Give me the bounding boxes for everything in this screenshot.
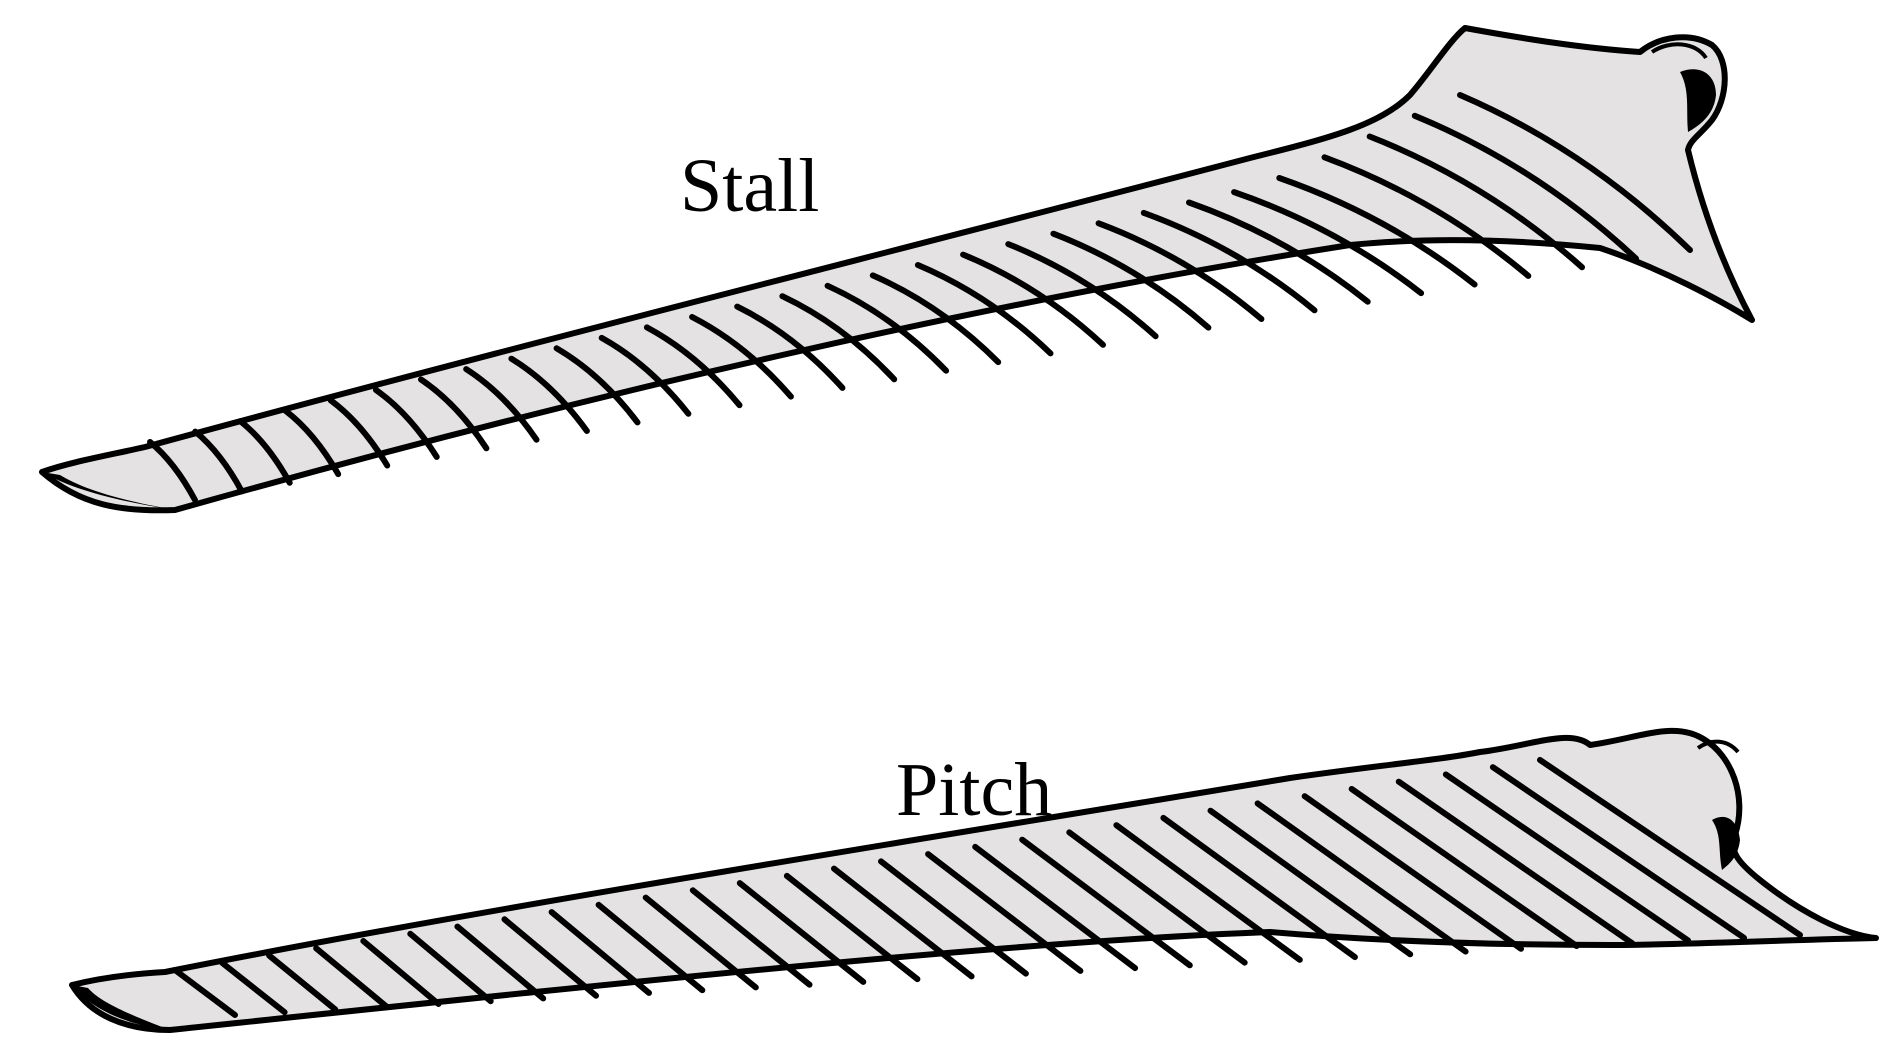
pitch-stripe — [595, 901, 706, 994]
stall-stripe — [689, 314, 794, 400]
stall-stripe — [869, 272, 1002, 366]
stall-stripe — [553, 345, 641, 426]
stall-stripe — [779, 293, 898, 383]
pitch-stripe — [548, 909, 652, 996]
pitch-stripe — [313, 945, 390, 1010]
pitch-stripe — [454, 923, 547, 1002]
stall-stripe — [1321, 154, 1532, 279]
pitch-stripe — [1113, 822, 1303, 963]
pitch-stripe — [219, 959, 288, 1016]
stall-label: Stall — [680, 144, 820, 228]
pitch-stripe — [1489, 764, 1747, 941]
stall-stripe — [418, 376, 490, 452]
pitch-stripe — [689, 887, 813, 988]
pitch-stripe — [266, 952, 339, 1013]
stall-stripe — [147, 439, 198, 503]
stall-stripe — [282, 407, 342, 478]
pitch-stripe — [878, 858, 1029, 977]
pitch-blade — [69, 727, 1879, 1033]
pitch-stripe — [925, 851, 1084, 974]
pitch-stripe — [1254, 800, 1469, 955]
pitch-stripe — [1160, 814, 1358, 961]
pitch-hub-cap — [1712, 816, 1740, 870]
stall-blade-body — [39, 25, 1755, 514]
pitch-stripe — [360, 938, 442, 1007]
stall-stripe — [643, 324, 743, 409]
pitch-stripe — [831, 865, 975, 980]
stall-hub-cap — [1680, 69, 1716, 132]
stall-stripe — [1231, 189, 1425, 297]
pitch-root-tip — [72, 985, 170, 1030]
stall-stripe — [1366, 133, 1585, 271]
pitch-stripes — [172, 757, 1803, 1018]
pitch-stripe — [1395, 778, 1636, 947]
stall-stripe — [372, 386, 440, 460]
stall-root-tip — [42, 472, 175, 510]
pitch-stripe — [736, 880, 867, 985]
pitch-stripe — [172, 967, 238, 1018]
stall-stripe — [327, 397, 391, 469]
stall-stripe — [1457, 92, 1693, 253]
pitch-stripe — [972, 843, 1139, 972]
stall-stripe — [192, 428, 245, 495]
pitch-stripe — [1207, 807, 1414, 958]
stall-stripe — [237, 418, 293, 486]
stall-stripe — [914, 262, 1054, 357]
pitch-stripe — [1066, 829, 1248, 966]
stall-stripe — [1095, 220, 1265, 322]
stall-stripe — [1005, 241, 1159, 340]
stall-stripes — [147, 92, 1693, 503]
pitch-stripe — [1442, 771, 1692, 944]
stall-stripe — [508, 355, 590, 434]
stall-stripe — [1276, 175, 1478, 288]
stall-stripe — [598, 334, 692, 417]
pitch-stripe — [783, 872, 921, 983]
stall-blade — [39, 25, 1755, 514]
stall-stripe — [1050, 230, 1212, 331]
pitch-label: Pitch — [896, 748, 1053, 832]
pitch-stripe — [501, 916, 599, 999]
stall-stripe — [1186, 199, 1371, 305]
stall-hub-window — [1650, 42, 1708, 60]
pitch-stripe — [1348, 786, 1580, 949]
stall-stripe — [960, 251, 1106, 348]
pitch-hub-window — [1696, 739, 1740, 754]
pitch-stripe — [1537, 757, 1803, 938]
pitch-stripe — [407, 930, 494, 1005]
stall-stripe — [1411, 112, 1639, 262]
pitch-stripe — [1019, 836, 1193, 969]
pitch-stripe — [1301, 793, 1524, 952]
stall-stripe — [463, 366, 540, 443]
pitch-stripe — [642, 894, 759, 991]
stall-stripe — [1140, 209, 1318, 314]
stall-stripe — [824, 282, 950, 374]
stall-stripe — [734, 303, 846, 391]
